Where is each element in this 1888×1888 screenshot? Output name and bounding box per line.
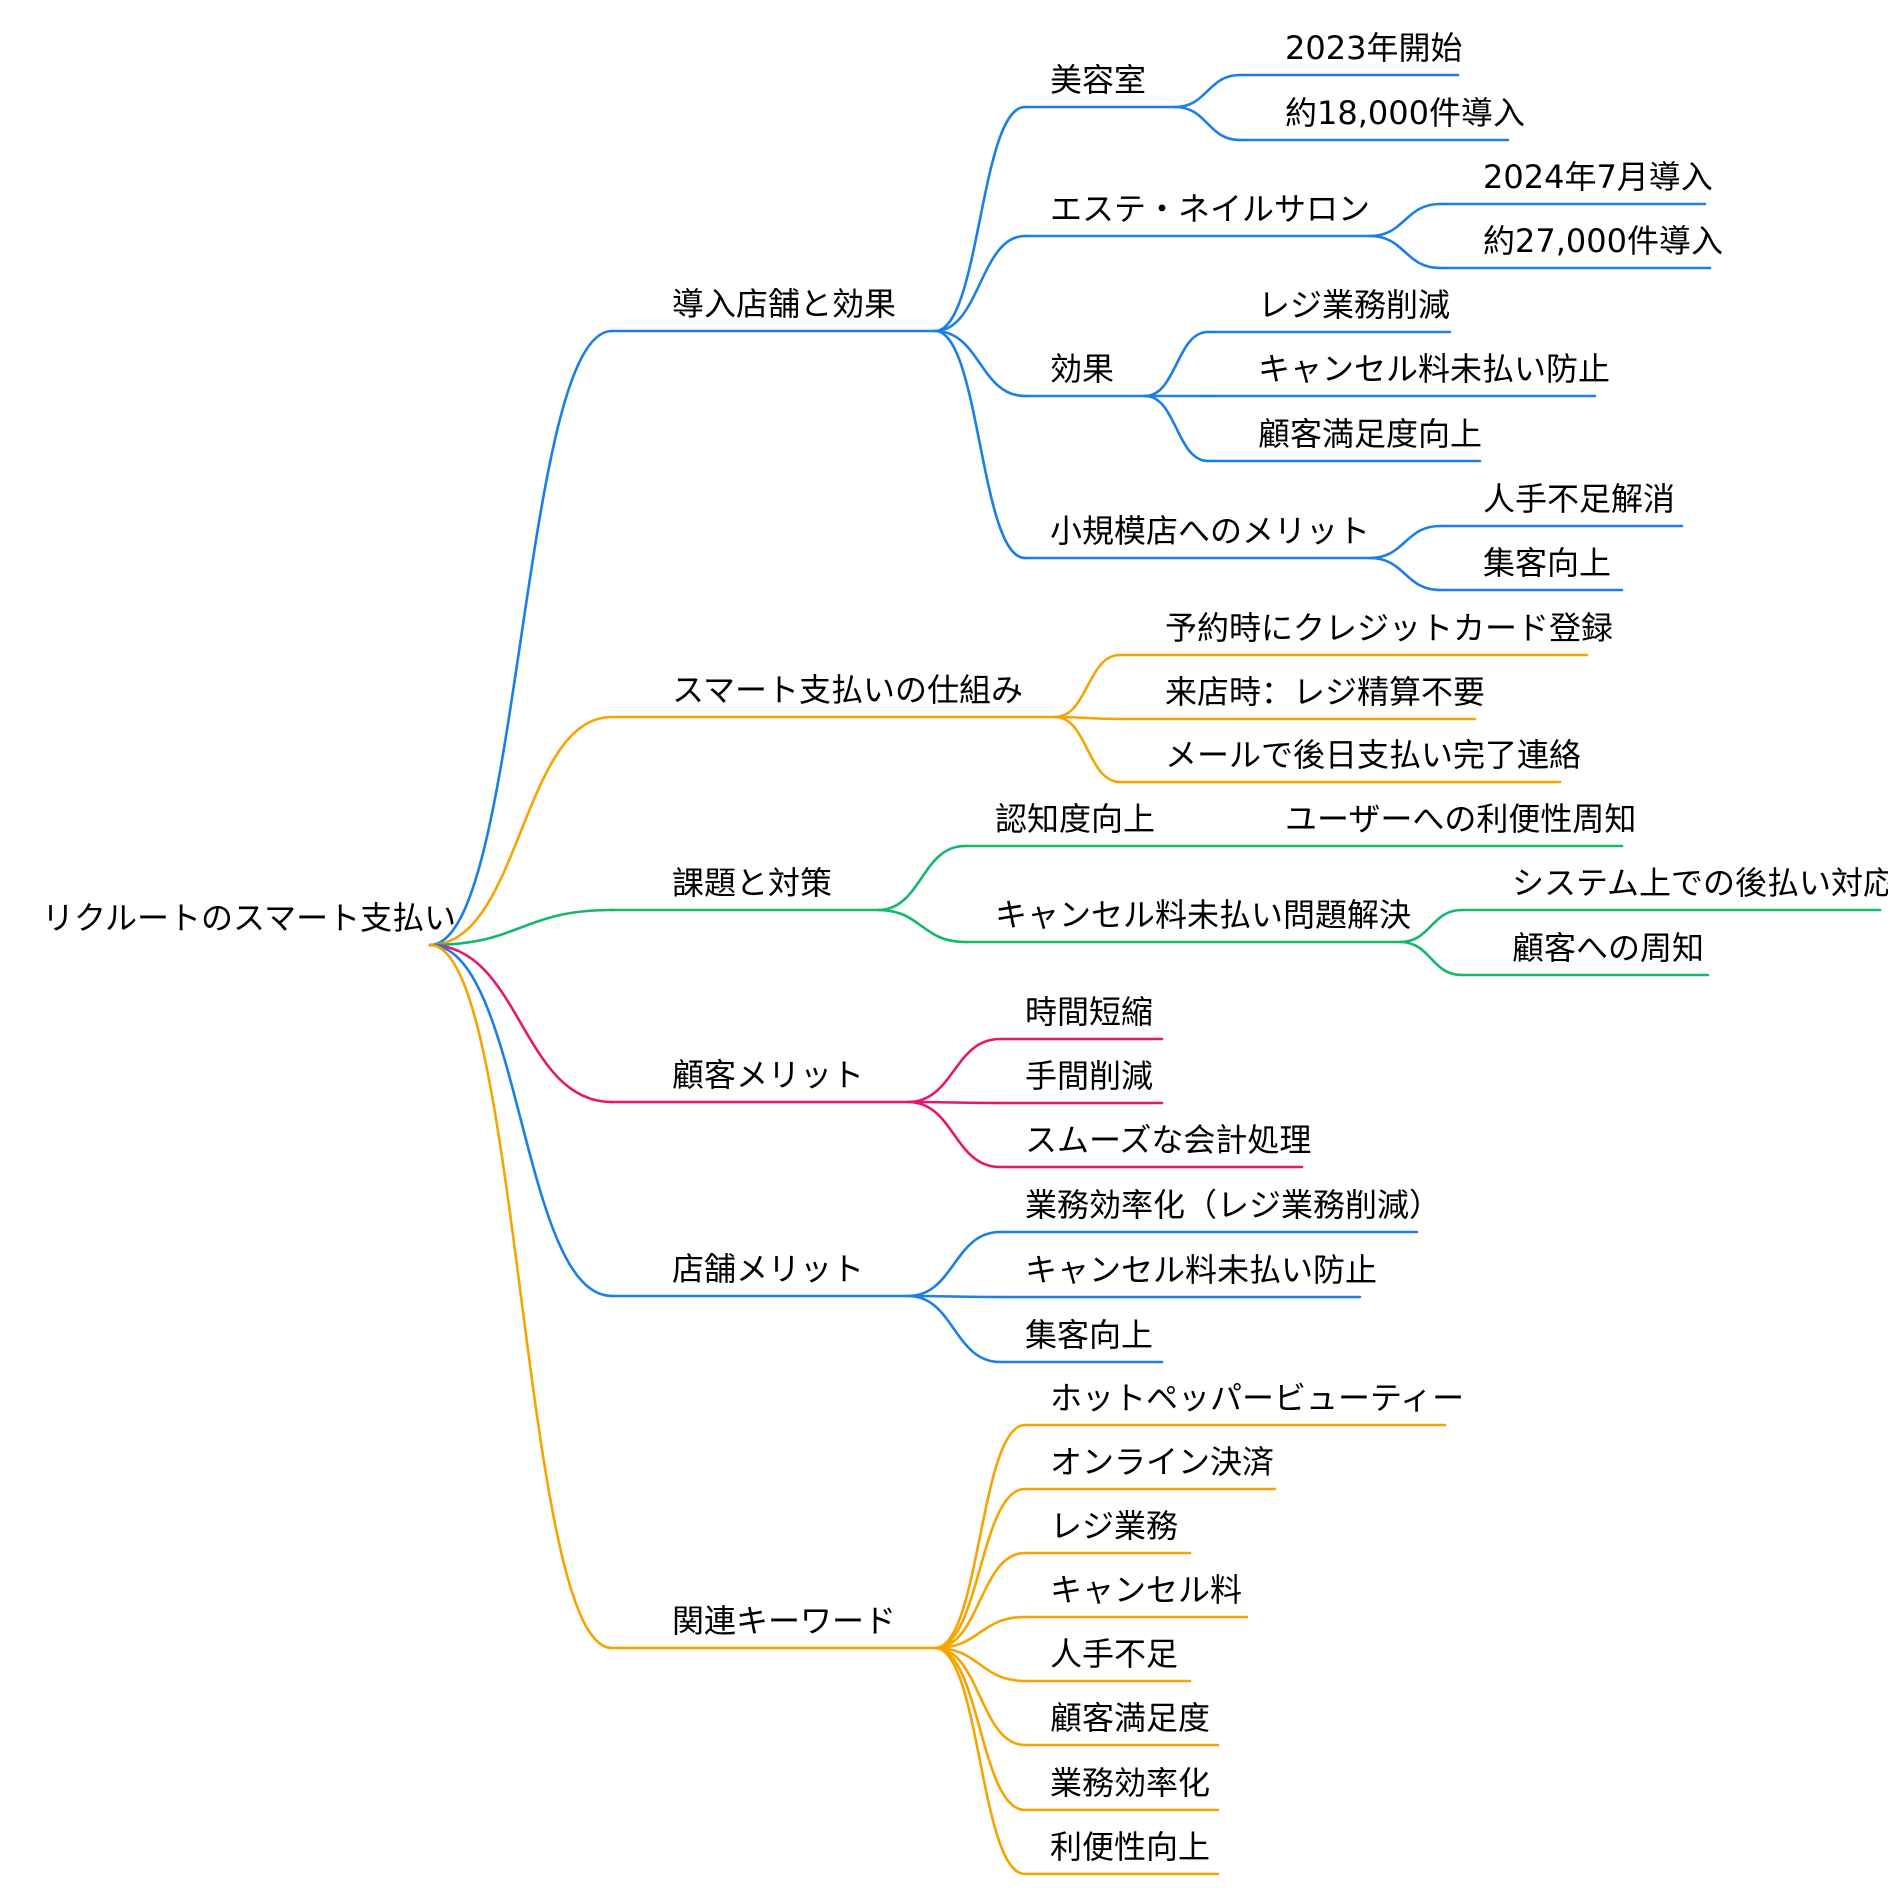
grandchild-node: 約18,000件導入 (1285, 94, 1525, 132)
grandchild-link (1368, 202, 1442, 238)
child-link (1053, 715, 1122, 784)
child-node: ホットペッパービューティー (1050, 1379, 1464, 1417)
grandchild-node: 約27,000件導入 (1483, 222, 1723, 260)
child-node: メールで後日支払い完了連絡 (1165, 736, 1581, 774)
child-link (906, 1037, 1002, 1104)
grandchild-link (1368, 556, 1442, 592)
child-link (876, 908, 967, 944)
grandchild-link (1398, 908, 1464, 944)
child-link (933, 234, 1027, 333)
child-node: スムーズな会計処理 (1025, 1121, 1311, 1159)
child-link (906, 1294, 1002, 1364)
child-link (933, 1615, 1027, 1650)
child-link (933, 1646, 1027, 1876)
child-link (933, 105, 1027, 333)
grandchild-node: レジ業務削減 (1258, 286, 1450, 324)
branch-link (428, 329, 614, 947)
branch-link (428, 943, 614, 1104)
child-node: 予約時にクレジットカード登録 (1165, 609, 1613, 647)
branch-node: 関連キーワード (672, 1602, 896, 1640)
grandchild-node: 2023年開始 (1285, 29, 1462, 67)
child-node: 美容室 (1050, 61, 1146, 99)
branch-link (428, 908, 614, 947)
mind-map-nodes: リクルートのスマート支払い 導入店舗と効果 美容室 2023年開始約18,000件導入… (42, 29, 1888, 1866)
child-node: 利便性向上 (1050, 1828, 1210, 1866)
child-link (906, 1100, 1002, 1169)
grandchild-node: 顧客への周知 (1512, 929, 1704, 967)
grandchild-link (1398, 940, 1464, 977)
branch-node: 課題と対策 (672, 864, 832, 902)
grandchild-node: 人手不足解消 (1483, 480, 1675, 518)
child-node: 時間短縮 (1025, 993, 1153, 1031)
child-link (933, 1551, 1027, 1650)
child-node: レジ業務 (1050, 1507, 1178, 1545)
child-node: 効果 (1050, 350, 1114, 388)
child-node: エステ・ネイルサロン (1050, 190, 1370, 228)
child-node: 業務効率化 (1050, 1764, 1210, 1802)
child-node: 手間削減 (1025, 1057, 1153, 1095)
grandchild-node: 2024年7月導入 (1483, 158, 1713, 196)
grandchild-link (1173, 73, 1242, 109)
child-node: 集客向上 (1025, 1316, 1153, 1354)
child-link (933, 1646, 1027, 1747)
child-node: 顧客満足度 (1050, 1699, 1210, 1737)
child-link (1053, 715, 1122, 721)
child-link (876, 844, 967, 912)
child-link (933, 329, 1027, 560)
child-link (933, 1646, 1027, 1812)
child-node: 人手不足 (1050, 1635, 1178, 1673)
grandchild-link (1143, 330, 1210, 398)
child-link (933, 329, 1027, 398)
child-link (933, 1487, 1027, 1650)
child-node: 来店時：レジ精算不要 (1165, 673, 1485, 711)
child-node: 業務効率化（レジ業務削減） (1025, 1186, 1441, 1224)
mind-map-links (428, 73, 1882, 1876)
grandchild-link (1368, 524, 1442, 560)
grandchild-node: システム上での後払い対応 (1512, 864, 1888, 902)
child-node: キャンセル料未払い防止 (1025, 1251, 1377, 1289)
grandchild-node: 集客向上 (1483, 544, 1611, 582)
grandchild-node: キャンセル料未払い防止 (1258, 350, 1610, 388)
branch-node: スマート支払いの仕組み (672, 671, 1023, 709)
child-link (906, 1294, 1002, 1299)
grandchild-node: 顧客満足度向上 (1258, 415, 1482, 453)
child-link (933, 1423, 1027, 1650)
branch-node: 導入店舗と効果 (672, 285, 896, 323)
branch-link (428, 715, 614, 947)
root-node: リクルートのスマート支払い (42, 899, 456, 937)
child-link (906, 1100, 1002, 1105)
grandchild-link (1143, 394, 1210, 463)
branch-link (428, 943, 614, 1298)
child-link (1053, 653, 1122, 719)
child-node: 認知度向上 (995, 800, 1155, 838)
child-node: オンライン決済 (1050, 1443, 1274, 1481)
child-node: 小規模店へのメリット (1050, 512, 1370, 550)
branch-link (428, 943, 614, 1650)
branch-node: 店舗メリット (672, 1250, 864, 1288)
child-node: キャンセル料 (1050, 1571, 1242, 1609)
child-link (933, 1646, 1027, 1683)
branch-node: 顧客メリット (672, 1056, 864, 1094)
child-node: キャンセル料未払い問題解決 (995, 896, 1411, 934)
child-link (906, 1230, 1002, 1298)
grandchild-node: ユーザーへの利便性周知 (1285, 800, 1636, 838)
grandchild-link (1173, 105, 1242, 142)
grandchild-link (1368, 234, 1442, 270)
